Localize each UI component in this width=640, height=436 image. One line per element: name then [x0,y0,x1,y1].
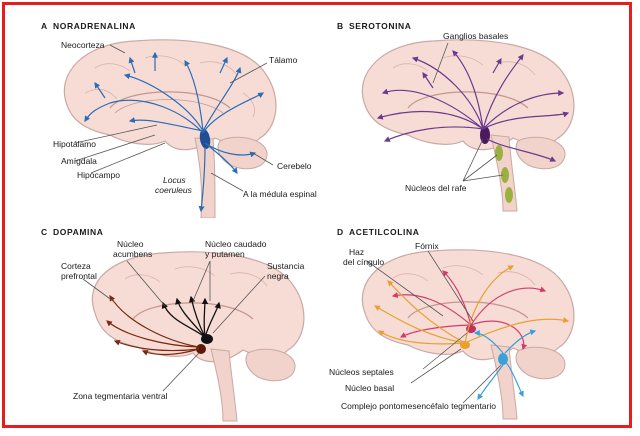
noradrenaline-pathways [84,51,265,213]
label-prefrontal: prefrontal [61,271,97,281]
panel-acetilcolina: D ACETILCOLINA Haz del cíngulo Fórnix Nú… [323,221,623,426]
label-cingulo: del cíngulo [343,257,385,267]
brain-diagram-c [82,251,305,422]
label-haz: Haz [349,247,365,257]
cerebellum [245,348,296,382]
cerebellum [515,346,566,380]
label-acumbens: acumbens [113,249,153,259]
label-neocorteza: Neocorteza [61,40,105,50]
locus-coeruleus-nucleus [199,129,211,149]
label-hipotalamo: Hipotálamo [53,139,96,149]
label-nucleo: Núcleo [117,239,144,249]
panel-a-title: NORADRENALINA [53,21,136,31]
panel-a-letter: A [41,21,48,31]
cerebellum [217,136,268,170]
brain-outline [361,39,575,151]
panel-b-letter: B [337,21,344,31]
raphe-nucleus-2 [495,145,503,161]
label-cerebelo: Cerebelo [277,161,312,171]
label-nucleo-basal: Núcleo basal [345,383,395,393]
label-sustancia: Sustancia [267,261,305,271]
label-ganglios-basales: Ganglios basales [443,31,509,41]
label-corteza: Corteza [61,261,91,271]
label-hipocampo: Hipocampo [77,170,120,180]
mesocortical-pathway [106,294,200,356]
neurotransmitter-figure: A NORADRENALINA Neocorteza Tálamo Hipotá… [2,2,632,428]
panel-dopamina: C DOPAMINA Corteza prefrontal Núcleo acu… [15,221,315,426]
label-negra: negra [267,271,289,281]
panel-d-title: ACETILCOLINA [349,227,420,237]
cerebellum [515,136,566,170]
panel-serotonina: B SEROTONINA Ganglios basales Núcleos de… [323,13,623,218]
panel-noradrenalina: A NORADRENALINA Neocorteza Tálamo Hipotá… [15,13,317,218]
brain-diagram-b [361,39,575,212]
brainstem [194,137,216,218]
label-locus: Locus [163,175,186,185]
serotonin-pathways [376,50,570,162]
label-nucleos-rafe: Núcleos del rafe [405,183,467,193]
label-medula-espinal: A la médula espinal [243,189,317,199]
basal-forebrain-pathway [373,265,570,345]
label-putamen: y putamen [205,249,245,259]
panel-b-title: SEROTONINA [349,21,412,31]
label-nucleos-septales: Núcleos septales [329,367,394,377]
label-nucleo-caudado: Núcleo caudado [205,239,267,249]
label-amigdala: Amígdala [61,156,97,166]
label-talamo: Tálamo [269,55,298,65]
brainstem [490,344,518,420]
nigrostriatal-pathway [161,295,221,338]
brain-outline [63,39,277,151]
brain-diagram-a [63,39,277,218]
brainstem [210,348,238,422]
label-coeruleus: coeruleus [155,185,192,195]
brain-outline [91,251,305,363]
raphe-nucleus-3 [501,167,509,183]
raphe-nucleus-4 [505,187,513,203]
pontomesencephalic-pathway [473,329,537,401]
panel-d-letter: D [337,227,344,237]
label-fornix: Fórnix [415,241,439,251]
panel-c-title: DOPAMINA [53,227,104,237]
label-complejo-pontomesencefalo: Complejo pontomesencéfalo tegmentario [341,401,496,411]
label-zona-tegmentaria: Zona tegmentaria ventral [73,391,168,401]
panel-c-letter: C [41,227,48,237]
brain-diagram-d [361,249,575,420]
